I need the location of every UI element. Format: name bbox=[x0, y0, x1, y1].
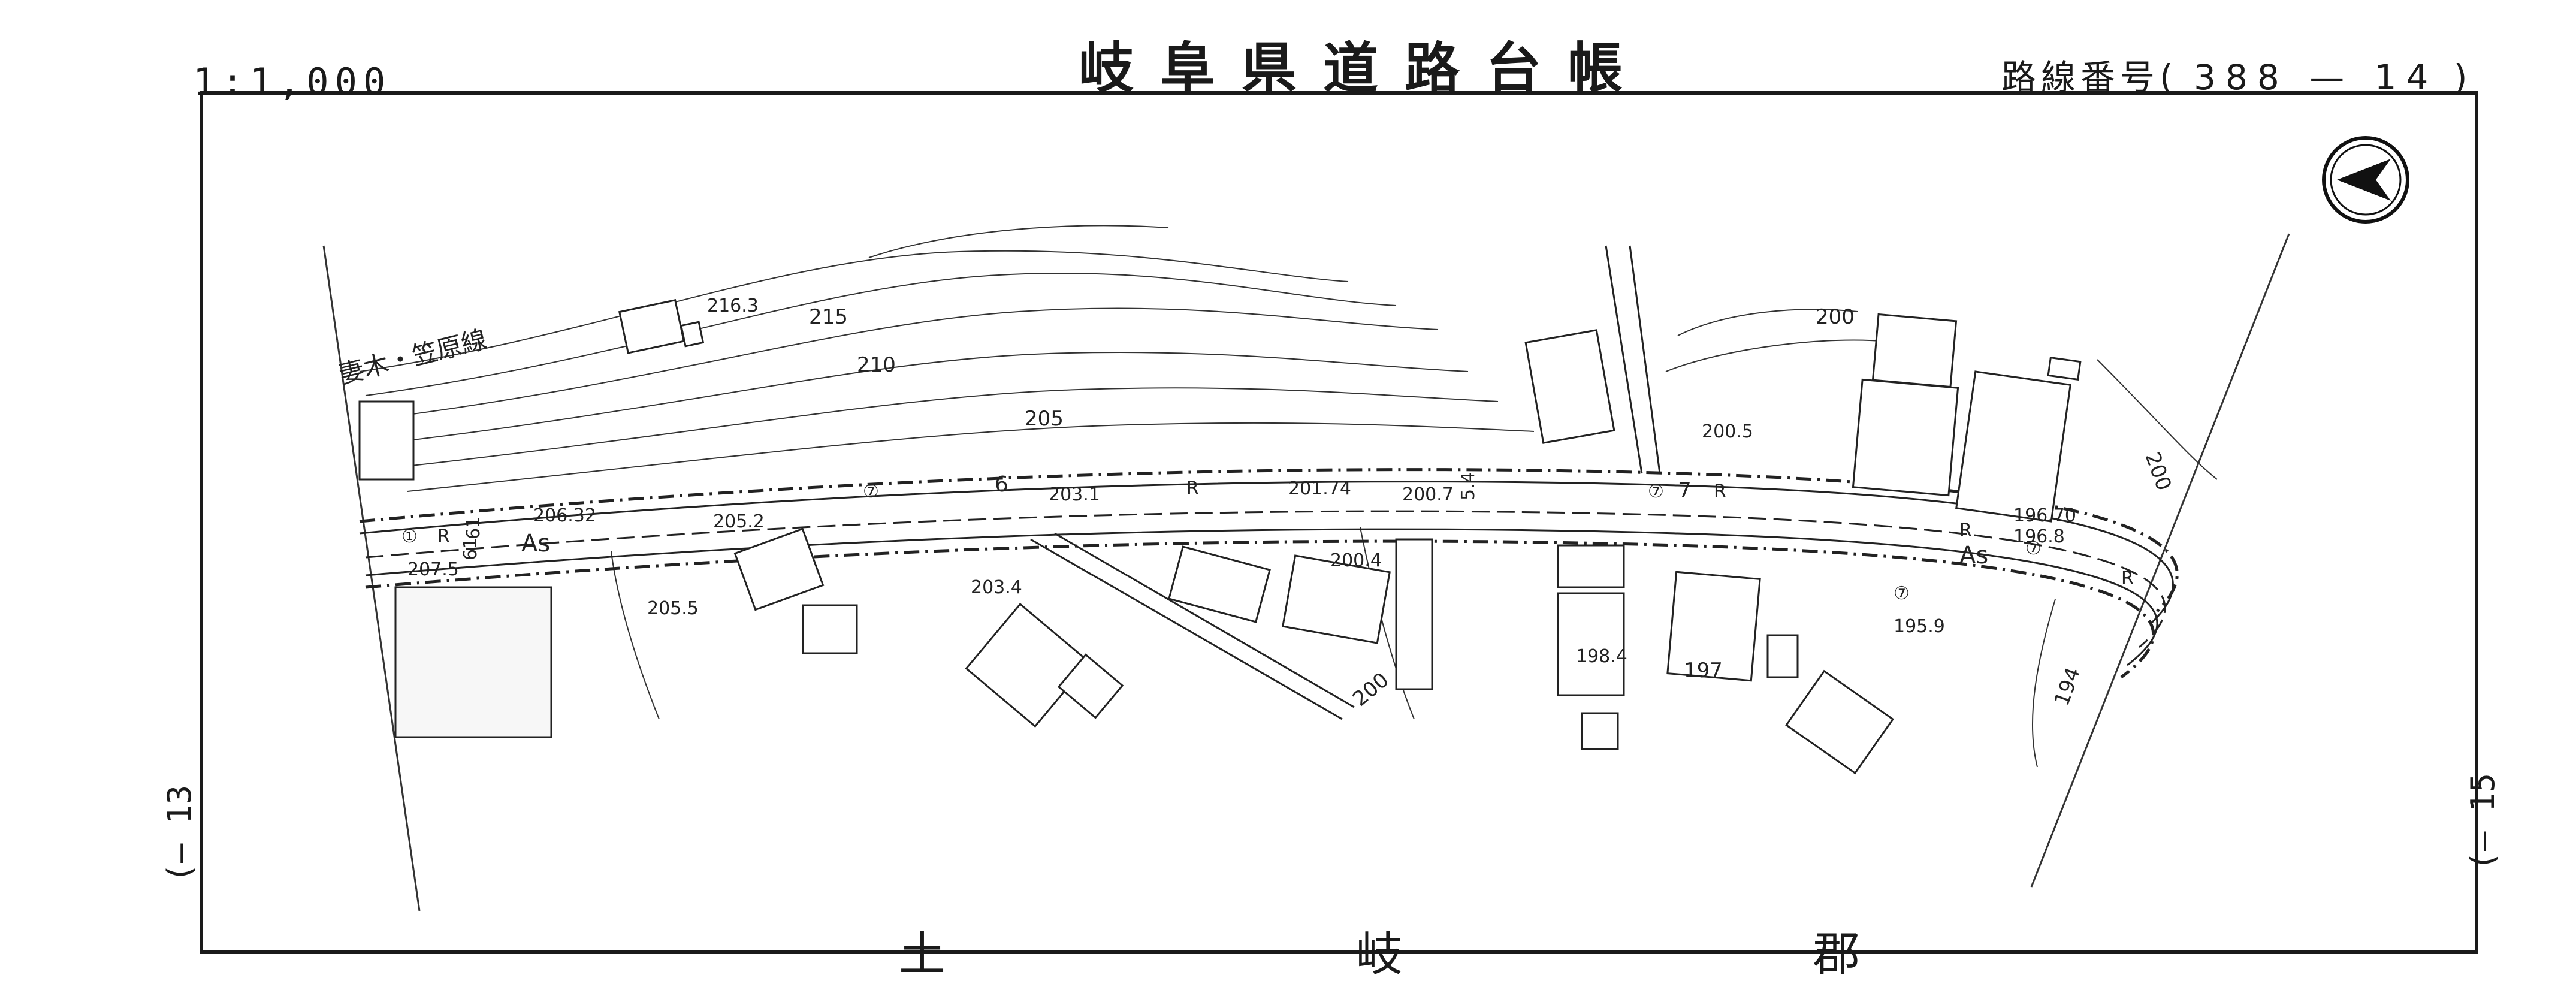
buildings bbox=[358, 299, 2082, 775]
spot-height: 200.5 bbox=[1702, 421, 1753, 442]
spot-height: 205.2 bbox=[713, 511, 765, 532]
map-scale: 1:1,000 bbox=[193, 60, 392, 104]
contour-lines bbox=[359, 225, 2218, 768]
right-of-way-mark: R bbox=[437, 526, 450, 547]
surface-label: As bbox=[521, 530, 550, 557]
contour-label: 200 bbox=[2140, 449, 2176, 494]
road-map: 妻木・笠原線 215 210 205 200 200 200 197 194 2… bbox=[322, 136, 2409, 911]
contour-label: 200 bbox=[1816, 305, 1855, 329]
contour-label: 194 bbox=[2050, 664, 2086, 709]
sheet-cut-line-left bbox=[322, 245, 421, 911]
right-of-way-mark: R bbox=[1186, 478, 1199, 499]
spot-height: 203.4 bbox=[971, 577, 1022, 598]
circled-mark: ⑦ bbox=[1648, 481, 1664, 502]
route-close: ) bbox=[2453, 57, 2472, 98]
spot-height: 206.32 bbox=[533, 505, 596, 526]
route-number: 路線番号( 388 — 14 ) bbox=[2001, 49, 2472, 99]
station-mark: 7 bbox=[1678, 478, 1692, 503]
route-number-value: 388 — 14 bbox=[2194, 57, 2438, 98]
width-label: 5.4 bbox=[1458, 472, 1479, 500]
station-mark: 6 bbox=[995, 472, 1008, 497]
right-of-way-mark: R bbox=[2121, 568, 2134, 589]
spot-height: 200.4 bbox=[1330, 550, 1382, 571]
contour-label: 197 bbox=[1684, 659, 1723, 683]
north-arrow-icon bbox=[2322, 136, 2409, 224]
route-label: 路線番号( bbox=[2001, 57, 2178, 98]
circled-mark: ⑦ bbox=[863, 481, 879, 502]
page-title: 岐阜県道路台帳 bbox=[1079, 37, 1650, 101]
contour-label: 205 bbox=[1025, 407, 1064, 431]
spot-height: 198.4 bbox=[1576, 646, 1627, 667]
spot-height: 207.5 bbox=[407, 559, 459, 580]
width-label: 61 bbox=[463, 517, 484, 539]
circled-mark: ⑦ bbox=[1894, 583, 1910, 604]
surface-label: As bbox=[1959, 542, 1988, 569]
contour-label: 200 bbox=[1348, 668, 1393, 711]
spot-height: 195.9 bbox=[1894, 616, 1945, 637]
spot-height: 200.7 bbox=[1402, 484, 1454, 505]
spot-height: 201.74 bbox=[1288, 478, 1351, 499]
spot-height: 216.3 bbox=[707, 295, 759, 316]
side-road bbox=[1030, 245, 1661, 720]
right-of-way-mark: R bbox=[1959, 520, 1972, 541]
contour-label: 210 bbox=[857, 353, 896, 377]
contour-label: 215 bbox=[809, 305, 848, 329]
circled-mark: ⑦ bbox=[2025, 538, 2042, 559]
right-of-way-mark: R bbox=[1714, 481, 1726, 502]
width-label: 61 bbox=[460, 538, 481, 560]
circled-mark: ① bbox=[401, 526, 418, 547]
spot-height: 196.8 bbox=[2013, 526, 2065, 547]
spot-height: 196.70 bbox=[2013, 505, 2076, 526]
spot-height: 203.1 bbox=[1049, 484, 1100, 505]
spot-height: 205.5 bbox=[647, 598, 699, 619]
